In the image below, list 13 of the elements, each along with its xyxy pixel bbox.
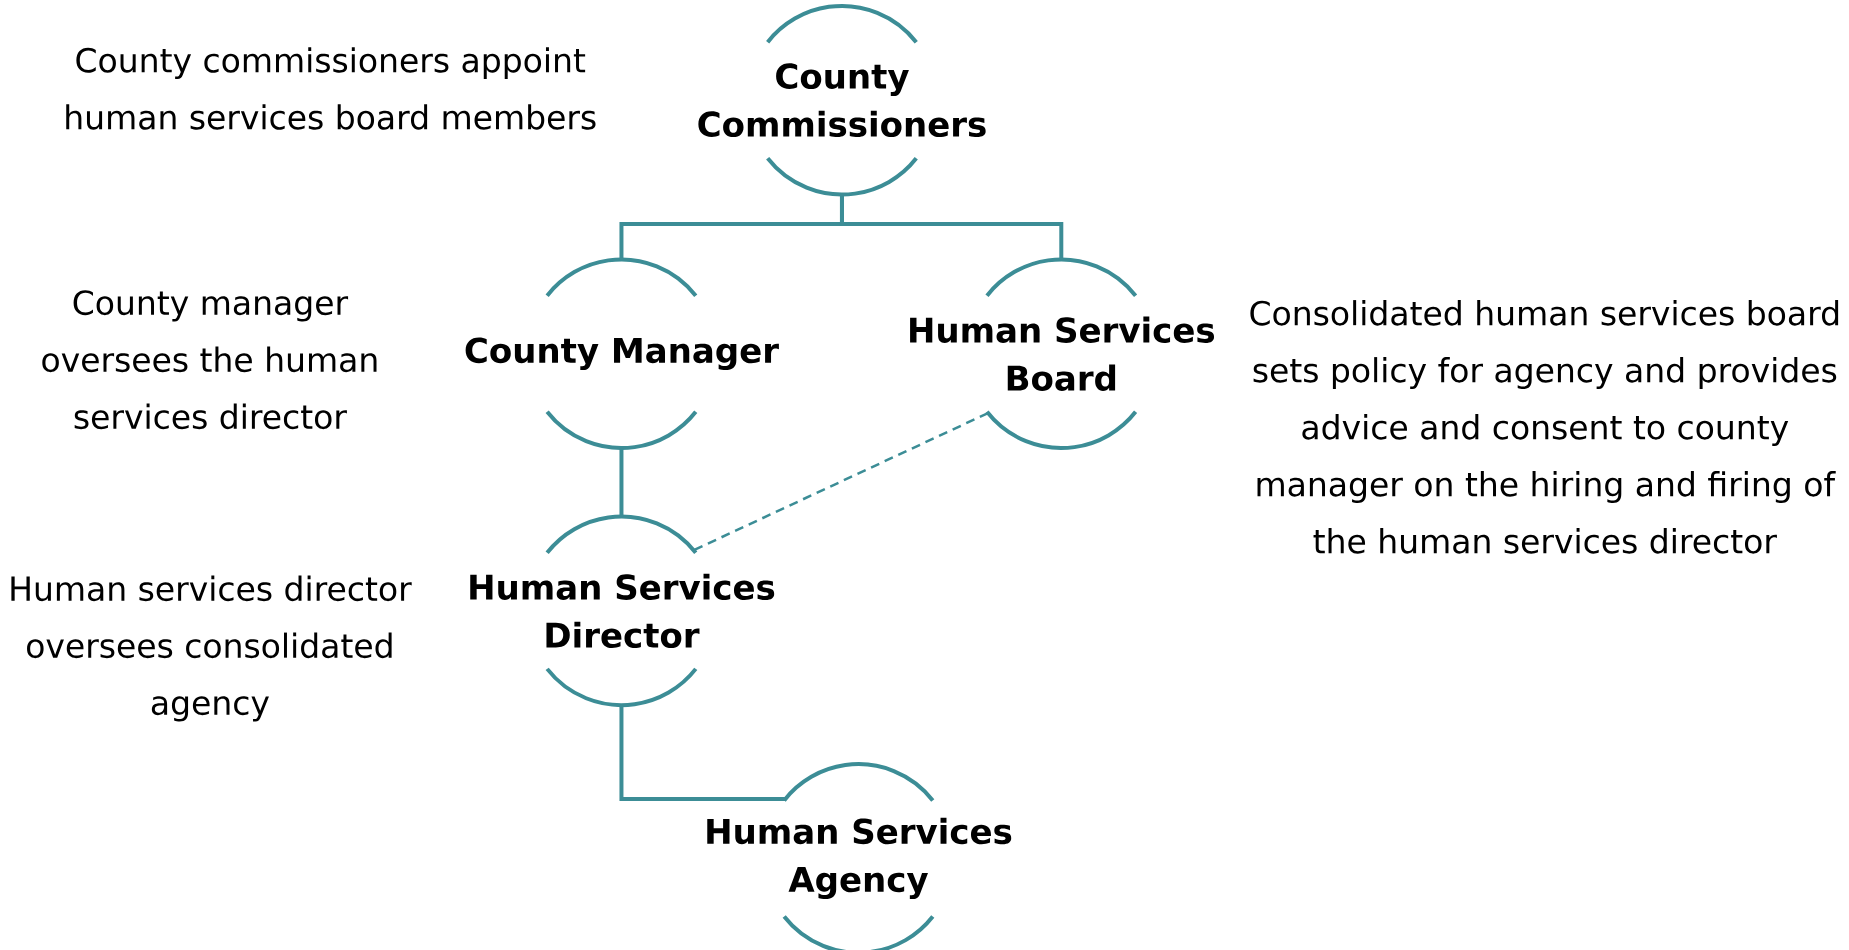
- circle-node: Human Services Board: [910, 257, 1214, 450]
- circle-node: County Manager: [465, 257, 779, 450]
- circle-node: County Commissioners: [698, 3, 986, 197]
- connector-line: [839, 194, 1064, 260]
- connector-line: [693, 411, 989, 552]
- connector-line: [619, 447, 624, 517]
- circle-node: Human Services Agency: [707, 762, 1012, 950]
- connector-line: [619, 704, 786, 801]
- annotation-text: County manager oversees the human services director: [42, 289, 377, 429]
- annotation-text: Human services director oversees consolidated agency: [11, 575, 412, 722]
- annotation-text: Consolidated human services board sets policy for agency and provides advice and consent to county manager on the hiring and firing of the human services director: [1250, 299, 1839, 554]
- circle-node: Human Services Director: [470, 514, 775, 707]
- annotation-text: County commissioners appoint human services board members: [66, 46, 596, 130]
